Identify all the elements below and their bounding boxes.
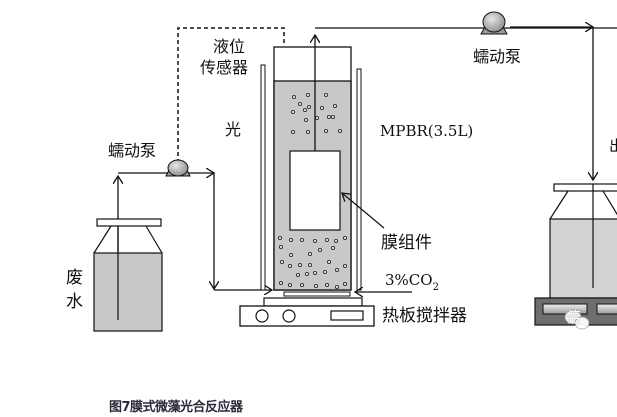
bubble — [299, 237, 304, 242]
bubble — [297, 262, 302, 267]
bubble — [334, 267, 339, 272]
bubble — [323, 128, 328, 133]
bubble — [314, 116, 319, 121]
figure-caption: 图7膜式微藻光合反应器 — [109, 400, 243, 415]
membrane-module — [289, 150, 341, 231]
mpbr-reactor — [273, 35, 352, 297]
bubble — [290, 129, 295, 134]
effluent-bottle — [534, 183, 617, 326]
bubble — [295, 272, 300, 277]
bubble — [326, 115, 331, 120]
left-peristaltic-pump — [165, 159, 191, 177]
effluent-label-partial: 出 — [609, 137, 617, 155]
bubble — [279, 259, 284, 264]
bubble — [307, 251, 312, 256]
bubble — [288, 237, 293, 242]
left-pump-label: 蠕动泵 — [108, 141, 156, 160]
bubble — [291, 95, 296, 100]
hotplate-label: 热板搅拌器 — [382, 306, 467, 326]
bubble — [323, 93, 328, 98]
bubble — [324, 237, 329, 242]
co2-label: 3%CO2 — [385, 271, 439, 293]
bubble — [278, 280, 283, 285]
wechat-watermark-icon — [564, 309, 590, 330]
membrane-pointer — [342, 193, 385, 229]
bubble — [288, 252, 293, 257]
bubble — [312, 270, 317, 275]
bubble — [324, 282, 329, 287]
bubble — [342, 281, 347, 286]
bubble — [330, 245, 335, 250]
bubble — [312, 238, 317, 243]
bubble — [304, 271, 309, 276]
bubble — [313, 283, 318, 288]
light-panel-left — [260, 64, 266, 291]
light-panel-right — [356, 68, 362, 291]
wastewater-label: 废 — [66, 268, 83, 288]
co2-diffuser — [283, 291, 351, 297]
watermark-text: 倍 — [566, 308, 582, 326]
bubble — [342, 235, 347, 240]
bubble — [305, 129, 310, 134]
bubble — [290, 110, 295, 115]
bubble — [332, 104, 337, 109]
bubble — [317, 247, 322, 252]
bubble — [297, 102, 302, 107]
wastewater-label-2: 水 — [66, 292, 83, 312]
bubble — [277, 235, 282, 240]
bubble — [307, 262, 312, 267]
bubble — [278, 244, 283, 249]
membrane-label: 膜组件 — [381, 233, 432, 253]
bubble — [322, 269, 327, 274]
bubble — [303, 118, 308, 123]
right-peristaltic-pump — [480, 11, 508, 35]
bubble — [299, 282, 304, 287]
bubble — [305, 93, 310, 98]
wastewater-bottle — [93, 218, 163, 332]
bubble — [287, 282, 292, 287]
bubble — [326, 259, 331, 264]
bubble — [287, 263, 292, 268]
hotplate-stirrer — [239, 297, 375, 327]
reactor-label: MPBR(3.5L) — [380, 122, 473, 140]
bubble — [330, 115, 335, 120]
level-sensor-label: 液位 — [213, 37, 245, 56]
bubble — [306, 105, 311, 110]
bubble — [337, 128, 342, 133]
algae-bubbles — [277, 93, 347, 289]
bubble — [334, 284, 339, 289]
bubble — [319, 106, 324, 111]
level-sensor-label-2: 传感器 — [200, 58, 248, 77]
right-pump-label: 蠕动泵 — [473, 47, 521, 66]
bubble — [342, 263, 347, 268]
sensor-signal-line — [177, 27, 285, 163]
bubble — [333, 238, 338, 243]
bubble — [302, 108, 307, 113]
light-label: 光 — [225, 120, 241, 139]
